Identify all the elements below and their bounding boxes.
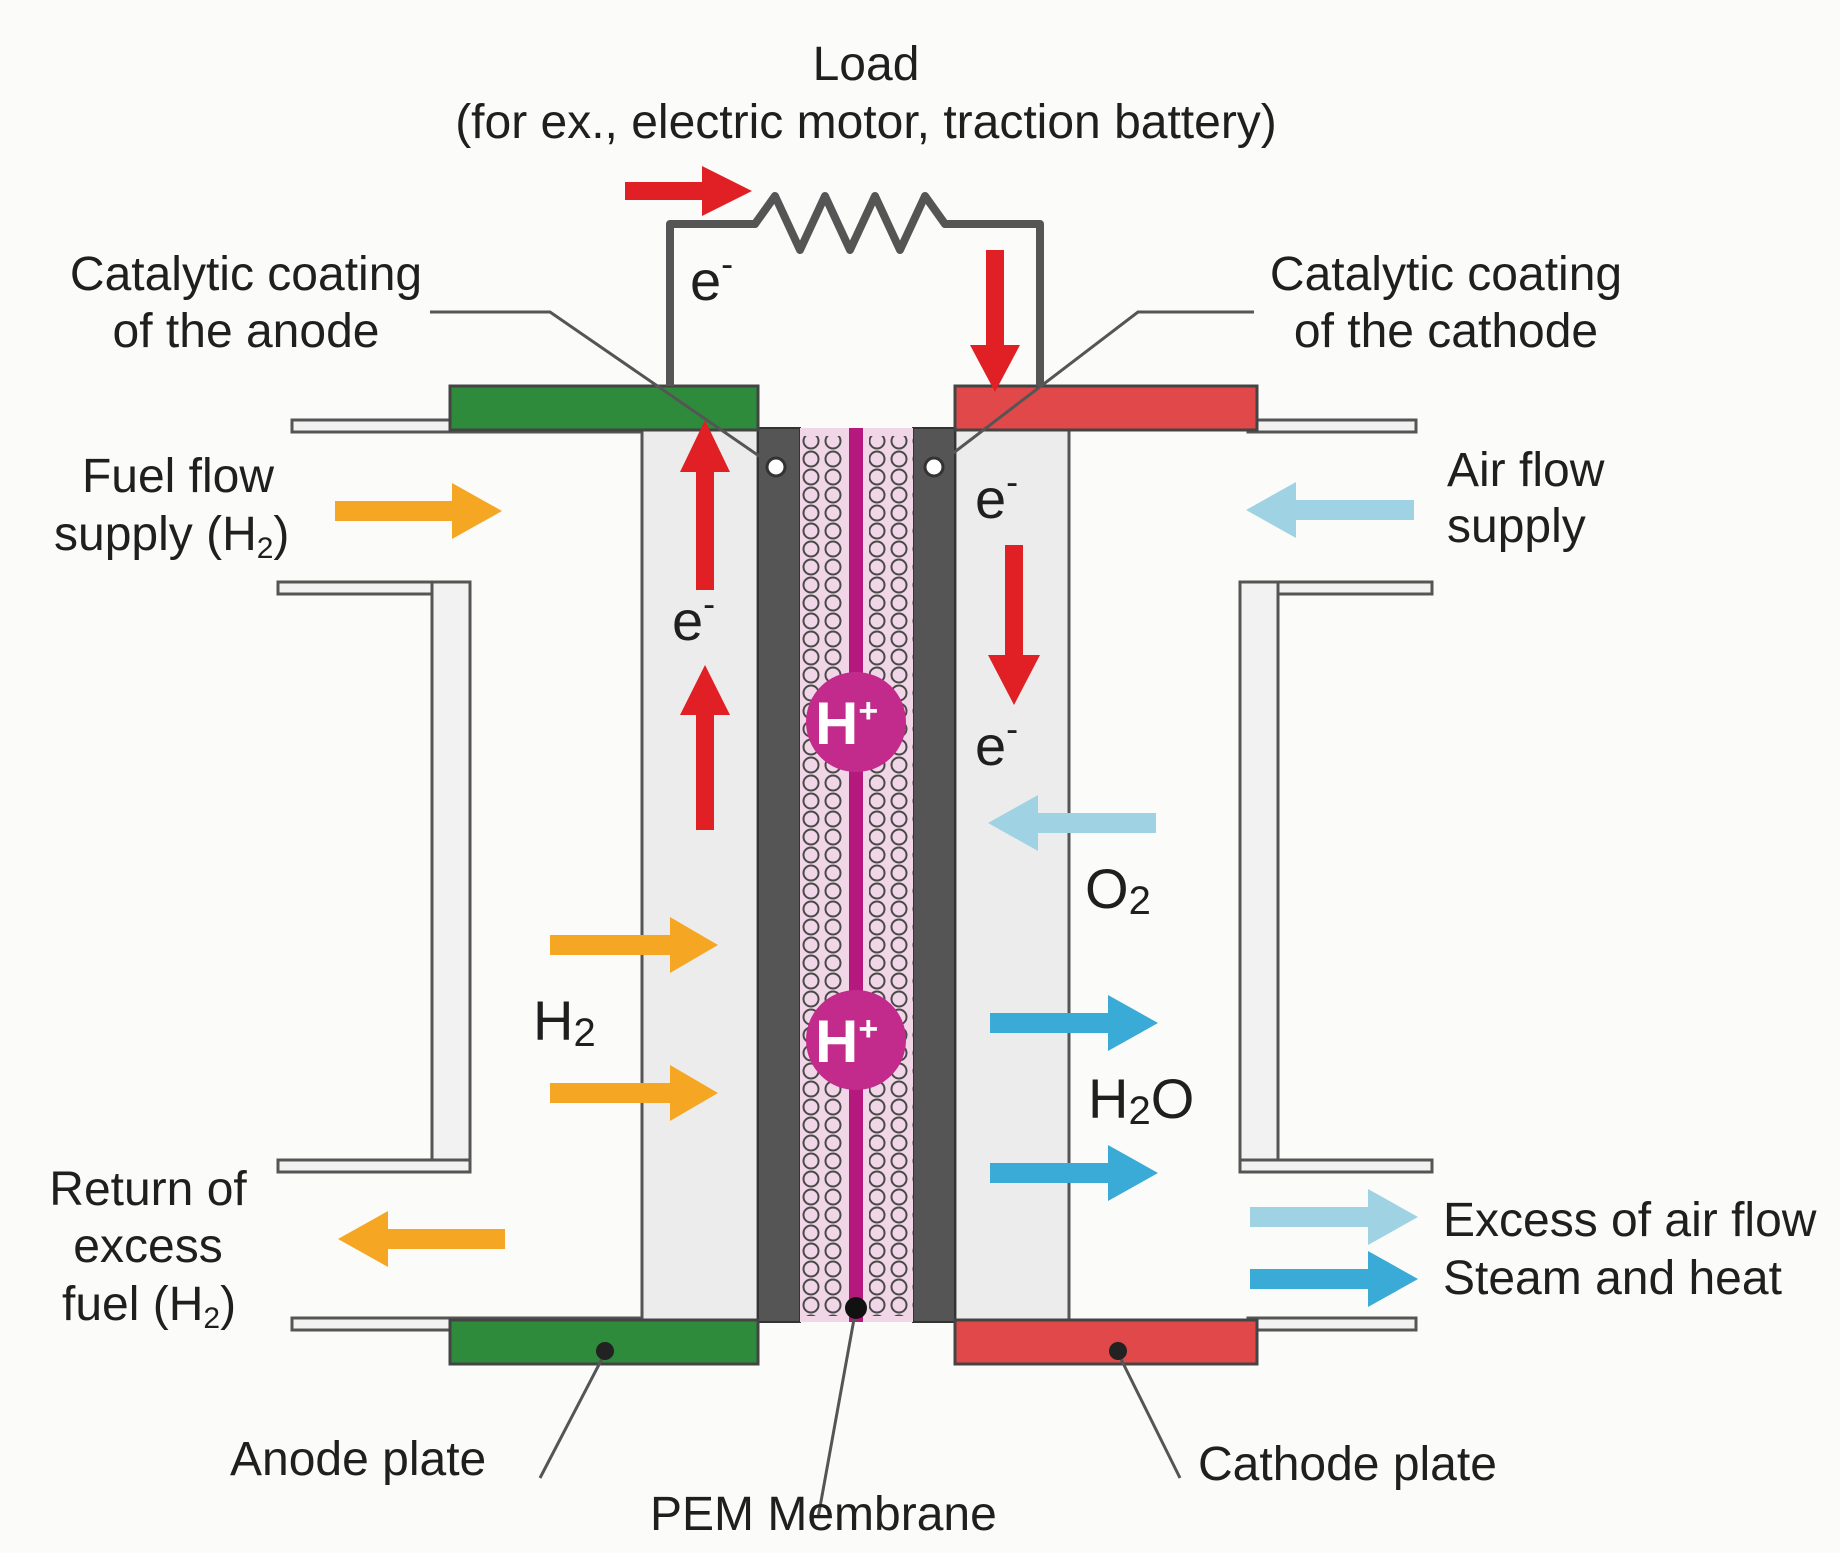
excess-air-arrow [1250,1189,1418,1245]
return-label-2: excess [73,1220,222,1273]
electron-flow-arrow-up-top [680,420,730,590]
cathode-plate-leader [1116,1352,1182,1479]
proton-lower: H+ [806,990,906,1090]
air-supply-arrow [1246,482,1414,538]
anode-plate-label: Anode plate [230,1433,486,1486]
cathode-plate-label: Cathode plate [1198,1438,1497,1491]
electron-flow-arrow-down-top [970,250,1020,392]
air-flow-label-2: supply [1447,500,1586,553]
proton-upper: H+ [806,672,906,772]
cathode-plate-top [953,384,1259,432]
fuel-return-arrow [338,1211,505,1267]
oxygen-label: O2 [1085,857,1151,923]
cathode-catalyst-beads [869,436,913,1316]
return-label-3: fuel (H2) [62,1278,236,1335]
load-subtitle: (for ex., electric motor, traction batte… [455,96,1277,149]
pem-membrane-label: PEM Membrane [650,1488,997,1541]
cathode-plate-marker [1109,1342,1127,1360]
electron-flow-arrow-up-bottom [680,665,730,830]
cathode-plate-bottom [953,1318,1259,1366]
load-wire [666,192,1044,386]
steam-heat-label: Steam and heat [1443,1252,1782,1305]
electron-flow-arrow-top [625,166,752,216]
fuel-supply-arrow [335,483,502,539]
cathode-coating-label-2: of the cathode [1294,305,1598,358]
electron-label-circuit: e- [690,243,733,312]
fuel-flow-label-2: supply (H2) [54,508,289,565]
water-arrow-lower [990,1145,1158,1201]
excess-air-label: Excess of air flow [1443,1194,1817,1247]
load-title: Load [813,38,920,91]
pem-membrane-marker [845,1297,867,1319]
hydrogen-arrow-lower [550,1065,718,1121]
cathode-coating-marker [923,456,945,478]
pem-membrane-core [849,428,863,1322]
water-arrow-upper [990,995,1158,1051]
svg-text:H+: H+ [815,690,878,757]
cathode-flow-channel [1238,418,1434,1332]
electron-flow-arrow-down-mid [988,545,1040,705]
fuel-flow-label-1: Fuel flow [82,450,274,503]
anode-plate-top [448,384,760,432]
hydrogen-arrow-upper [550,917,718,973]
anode-coating-marker [765,456,787,478]
anode-coating-leader [430,310,776,469]
cathode-electrode [912,427,956,1323]
cathode-coating-leader [934,310,1254,469]
electron-label-cathode-top: e- [975,461,1018,530]
anode-electrode [757,427,801,1323]
electron-label-cathode-mid: e- [975,708,1018,777]
air-flow-label-1: Air flow [1447,444,1605,497]
oxygen-arrow [988,795,1156,851]
pem-membrane-leader [816,1307,858,1519]
cathode-coating-label-1: Catalytic coating [1270,248,1622,301]
return-label-1: Return of [49,1163,247,1216]
anode-catalyst-beads [800,436,844,1316]
hydrogen-label: H2 [533,989,596,1055]
anode-flow-channel [276,418,642,1332]
anode-plate-leader [538,1352,607,1479]
electron-label-anode: e- [672,583,715,652]
anode-plate-marker [596,1342,614,1360]
steam-heat-arrow [1250,1251,1418,1307]
svg-text:H+: H+ [815,1008,878,1075]
water-label: H2O [1088,1067,1194,1133]
anode-coating-label-2: of the anode [113,305,380,358]
anode-coating-label-1: Catalytic coating [70,248,422,301]
